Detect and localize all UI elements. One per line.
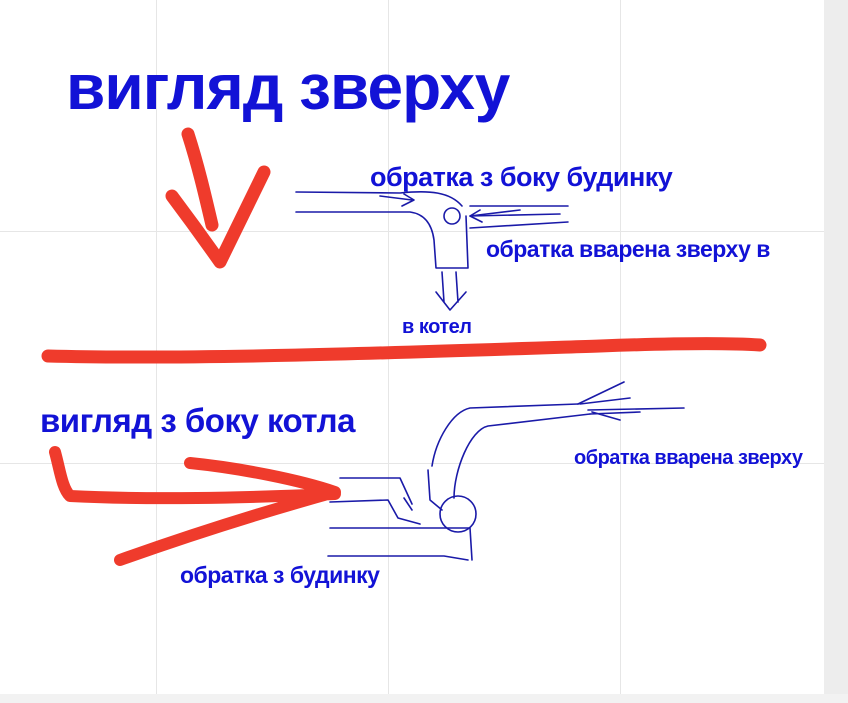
pipe-bottom-line xyxy=(329,497,421,525)
arrow-welded-top xyxy=(469,209,521,223)
label-return-house-side: обратка з боку будинку xyxy=(370,162,673,192)
pipe-top-line xyxy=(295,211,469,269)
grid-line xyxy=(0,231,848,232)
canvas-edge xyxy=(0,694,848,703)
red-arrow-top xyxy=(165,127,271,269)
pipe-right-line xyxy=(469,205,569,229)
label-to-boiler: в котел xyxy=(402,316,472,338)
view-side-title: вигляд з боку котла xyxy=(40,402,355,439)
boiler-port-circle xyxy=(439,495,477,533)
pipe-riser xyxy=(431,403,591,499)
arrow-house-side xyxy=(379,193,415,207)
pipe-bottom-line xyxy=(327,527,473,561)
label-return-from-house: обратка з будинку xyxy=(180,562,380,588)
view-top-title: вигляд зверху xyxy=(66,51,510,123)
canvas-edge xyxy=(824,0,848,703)
label-return-welded-top-side: обратка вварена зверху xyxy=(574,447,803,469)
label-return-welded-top: обратка вварена зверху в xyxy=(486,236,770,262)
red-separator-line xyxy=(41,337,767,364)
grid-line xyxy=(0,463,848,464)
red-arrow-side xyxy=(49,446,341,566)
arrow-to-boiler xyxy=(435,271,467,311)
pipe-end-frayed xyxy=(577,381,685,421)
arrow-side-inflow xyxy=(339,469,443,511)
pipe-cross-section xyxy=(443,207,461,225)
pipe-top-line xyxy=(295,191,463,207)
